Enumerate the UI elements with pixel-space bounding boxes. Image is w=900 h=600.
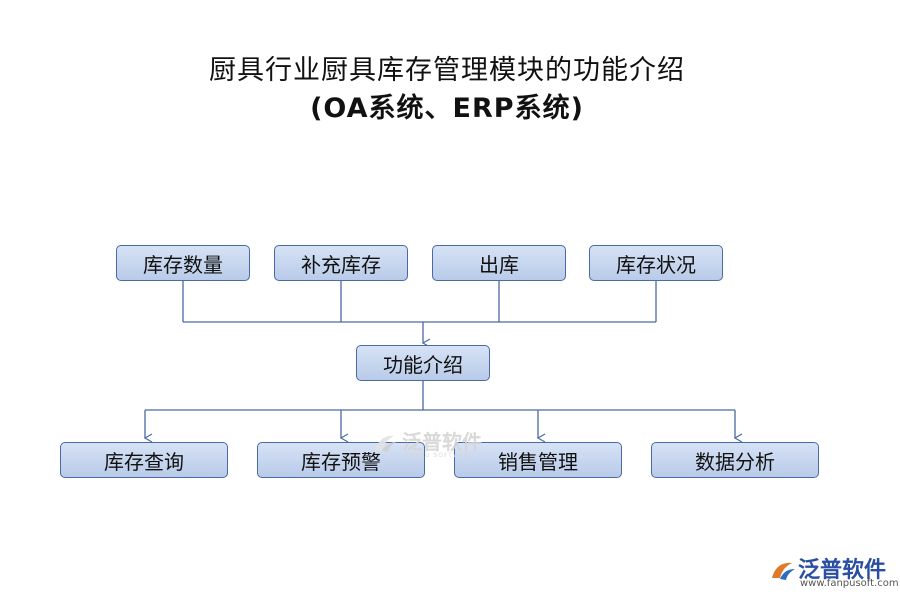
node-sales-management: 销售管理 xyxy=(454,442,622,478)
fanpu-brand-icon xyxy=(772,562,795,580)
brand-name: 泛普软件 xyxy=(798,558,887,583)
node-inventory-status: 库存状况 xyxy=(589,245,723,281)
node-inventory-query: 库存查询 xyxy=(60,442,228,478)
brand-url: www.fanpusoft.com xyxy=(800,578,899,589)
node-data-analysis: 数据分析 xyxy=(651,442,819,478)
node-inventory-warning: 库存预警 xyxy=(257,442,425,478)
brand-logo: 泛普软件 www.fanpusoft.com xyxy=(770,552,899,589)
node-inventory-quantity: 库存数量 xyxy=(116,245,250,281)
diagram-subtitle: (OA系统、ERP系统) xyxy=(310,93,584,124)
node-replenish-inventory: 补充库存 xyxy=(274,245,408,281)
watermark-name: 泛普软件 xyxy=(402,430,482,454)
node-function-intro: 功能介绍 xyxy=(356,345,490,381)
watermark-sub: FANPU SOFTWARE xyxy=(406,452,475,459)
diagram-title: 厨具行业厨具库存管理模块的功能介绍 xyxy=(209,55,685,86)
fanpu-logo-icon xyxy=(375,435,396,452)
node-outbound: 出库 xyxy=(432,245,566,281)
watermark: 泛普软件 FANPU SOFTWARE xyxy=(372,426,482,459)
